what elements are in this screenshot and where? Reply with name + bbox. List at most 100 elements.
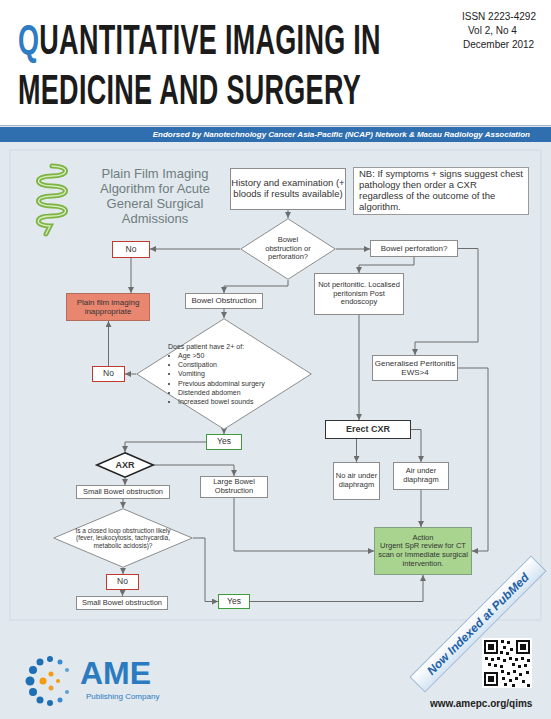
node-text: Air under diaphragm xyxy=(394,467,448,484)
no-box: No xyxy=(112,241,150,258)
diamond-shape xyxy=(54,509,193,568)
criterion-item: Distended abdomen xyxy=(168,388,280,397)
diagnosis-box: Large Bowel Obstruction xyxy=(200,476,268,498)
qr-modules xyxy=(485,640,530,687)
flow-connector xyxy=(458,368,488,551)
finding-box: Air under diaphragm xyxy=(393,462,449,490)
flow-connector xyxy=(336,249,370,250)
logo-dot xyxy=(37,697,44,704)
node-text: Large Bowel Obstruction xyxy=(201,478,267,495)
node-text: Not peritonitic. Localised peritonism Po… xyxy=(315,281,403,307)
node-text: History and examination (+ bloods if res… xyxy=(231,178,345,200)
flow-connector xyxy=(125,442,206,452)
node-text: No xyxy=(103,369,114,379)
issue-date: December 2012 xyxy=(463,39,534,50)
diamond-text-area: Does patient have 2+ of:Age >50Constipat… xyxy=(168,342,280,406)
decision-diamond: Is a closed loop obstruction likely (fev… xyxy=(53,508,193,568)
flow-connector xyxy=(123,499,124,508)
criterion-item: Vomiting xyxy=(168,369,280,378)
process-box: Bowel perforation? xyxy=(370,240,458,257)
diamond-shape xyxy=(137,319,312,430)
outcome-box: Plain film imaging inappropriate xyxy=(66,293,150,321)
logo-dot xyxy=(58,698,63,703)
qr-finder xyxy=(518,642,528,652)
node-text: Small Bowel obstruction xyxy=(83,488,163,497)
node-text: Yes xyxy=(227,597,241,607)
process-box: Generalised Peritonitis EWS>4 xyxy=(372,355,458,381)
finding-box: No air under diaphragm xyxy=(333,462,380,500)
logo-dot xyxy=(26,677,35,686)
node-text: Generalised Peritonitis EWS>4 xyxy=(373,359,457,377)
logo-dot xyxy=(58,660,63,665)
diamond-shape xyxy=(97,453,154,478)
flow-connector xyxy=(154,465,234,476)
node-text: Does patient have 2+ of: xyxy=(168,342,280,351)
node-text: No air under diaphragm xyxy=(334,472,379,489)
flow-connector xyxy=(415,249,478,356)
node-text: No xyxy=(117,577,128,587)
node-text: Erect CXR xyxy=(346,424,390,434)
process-box: Not peritonitic. Localised peritonism Po… xyxy=(314,273,404,315)
flow-connector xyxy=(234,498,374,551)
intestine-highlight xyxy=(38,166,65,234)
publisher-name: AME xyxy=(80,656,151,690)
endorsement-band xyxy=(0,127,551,142)
no-box: No xyxy=(92,366,125,382)
diamond-text-area: AXR xyxy=(105,460,145,470)
node-text: Plain film imaging inappropriate xyxy=(67,298,149,316)
diamond-text-area: Is a closed loop obstruction likely (fev… xyxy=(75,527,171,549)
logo-dot xyxy=(49,672,54,677)
logo-dot xyxy=(65,668,69,672)
flow-connector xyxy=(359,257,414,273)
node-text: Small Bowel obstruction xyxy=(82,599,162,608)
no-box: No xyxy=(106,574,139,590)
logo-dot xyxy=(65,690,69,694)
diagnosis-box: Small Bowel obstruction xyxy=(76,485,170,499)
decision-diamond: Bowel obstruction or perforation? xyxy=(240,218,336,280)
logo-dot xyxy=(29,666,37,674)
publisher-logo-dots xyxy=(26,656,70,706)
flow-connector xyxy=(108,321,109,366)
issn: ISSN 2223-4292 xyxy=(462,11,536,22)
qr-finder xyxy=(486,642,496,652)
node-text: AXR xyxy=(105,460,145,470)
header-rule xyxy=(0,125,551,126)
flowchart-frame xyxy=(10,150,541,620)
flow-connector xyxy=(421,490,422,527)
logo-dot xyxy=(29,688,37,696)
qr-finder xyxy=(488,644,494,650)
process-box: History and examination (+ bloods if res… xyxy=(230,168,346,210)
diamond-shape xyxy=(241,219,336,280)
node-body-text: Urgent SpR review for CT scan or Immedia… xyxy=(375,542,471,568)
node-text: NB: If symptoms + signs suggest chest pa… xyxy=(359,169,523,213)
header-panel xyxy=(0,0,551,125)
flow-connector xyxy=(356,439,357,462)
criterion-item: Constipation xyxy=(168,360,280,369)
node-text: Is a closed loop obstruction likely (fev… xyxy=(75,527,171,549)
qr-finder xyxy=(516,640,530,654)
flow-connector xyxy=(224,280,288,293)
logo-dot xyxy=(47,700,53,706)
publisher-subtitle: Publishing Company xyxy=(86,692,159,701)
journal-title: QUANTITATIVE IMAGING IN MEDICINE AND SUR… xyxy=(18,16,443,115)
website-url: www.amepc.org/qims xyxy=(430,698,532,709)
logo-dot xyxy=(49,686,54,691)
imaging-box: Erect CXR xyxy=(325,420,411,439)
flow-connector xyxy=(150,249,240,250)
yes-box: Yes xyxy=(218,594,250,609)
process-box: Bowel Obstruction xyxy=(185,293,263,309)
node-text: No xyxy=(126,245,137,255)
flow-connector xyxy=(224,309,225,318)
criterion-item: Previous abdominal surgery xyxy=(168,379,280,388)
criterion-item: Increased bowel sounds xyxy=(168,397,280,406)
diagnosis-box: Small Bowel obstruction xyxy=(76,596,168,610)
flow-connector xyxy=(125,374,136,375)
logo-dot xyxy=(37,659,44,666)
intestine-illustration xyxy=(38,166,65,234)
note-box: NB: If symptoms + signs suggest chest pa… xyxy=(353,167,529,215)
decision-diamond: Does patient have 2+ of:Age >50Constipat… xyxy=(136,318,312,430)
flow-connector xyxy=(359,315,360,420)
flow-connector xyxy=(288,210,289,218)
node-text: Action xyxy=(413,534,434,543)
flow-connector xyxy=(250,575,423,602)
